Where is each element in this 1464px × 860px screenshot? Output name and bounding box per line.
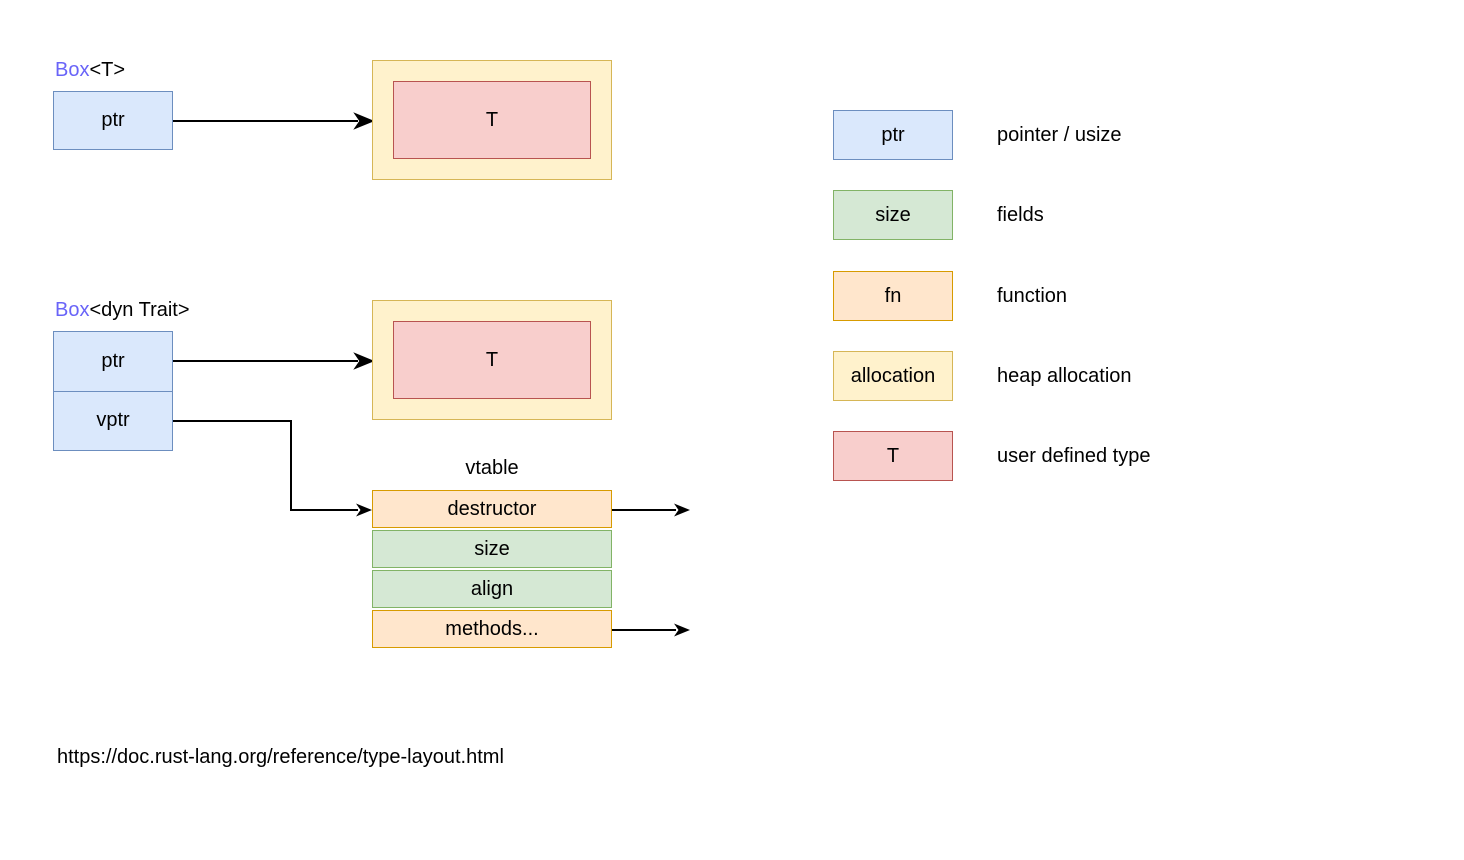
legend-swatch-function: fn [833, 271, 953, 321]
vtable-row-label: align [470, 577, 514, 600]
legend-swatch-type: T [833, 431, 953, 481]
legend-desc-type: user defined type [997, 444, 1151, 467]
vtable-row-label: destructor [447, 497, 537, 520]
heap-allocation-box-t: T [372, 60, 612, 180]
legend-swatch-label: size [875, 203, 911, 226]
legend-desc-pointer: pointer / usize [997, 123, 1122, 146]
legend-swatch-label: T [886, 444, 900, 467]
box-keyword: Box [55, 59, 90, 81]
legend-swatch-label: ptr [881, 123, 905, 146]
box-t-ptr-cell: ptr [53, 91, 173, 150]
legend-swatch-label: fn [884, 284, 902, 307]
vtable-row-label: methods... [445, 617, 539, 640]
heap-allocation-box-dyn: T [372, 300, 612, 420]
box-dyn-ptr-cell: ptr [54, 332, 172, 392]
legend-swatch-label: allocation [850, 364, 936, 387]
connector-vptr-to-vtable [173, 420, 372, 517]
box-dyn-ptr-label: ptr [101, 349, 125, 372]
user-type-box-t: T [393, 81, 591, 159]
box-dyn-vptr-cell: vptr [54, 392, 172, 451]
source-url: https://doc.rust-lang.org/reference/type… [57, 746, 504, 768]
arrow-boxdyn-ptr-to-allocation [173, 352, 375, 370]
legend-swatch-allocation: allocation [833, 351, 953, 401]
vtable-title: vtable [465, 457, 519, 479]
box-dyn-heading: Box<dyn Trait> [55, 298, 190, 322]
box-dyn-fat-pointer: ptr vptr [53, 331, 173, 451]
legend-desc-function: function [997, 284, 1068, 307]
user-type-label: T [485, 108, 499, 131]
vtable-row-methods: methods... [372, 610, 612, 648]
arrow-boxt-ptr-to-allocation [173, 112, 375, 130]
vtable-row-destructor: destructor [372, 490, 612, 528]
legend-desc-fields: fields [997, 203, 1044, 226]
box-t-ptr-label: ptr [101, 109, 125, 131]
box-t-type-param: <T> [89, 59, 126, 81]
box-t-heading: Box<T> [55, 58, 125, 82]
user-type-label: T [485, 348, 499, 371]
legend-swatch-fields: size [833, 190, 953, 240]
vtable-row-size: size [372, 530, 612, 568]
vtable-row-align: align [372, 570, 612, 608]
user-type-box-dyn: T [393, 321, 591, 399]
vtable-row-label: size [474, 537, 510, 560]
box-dyn-type-param: <dyn Trait> [89, 299, 190, 321]
legend-desc-allocation: heap allocation [997, 364, 1132, 387]
box-keyword: Box [55, 299, 90, 321]
legend-swatch-pointer: ptr [833, 110, 953, 160]
box-dyn-vptr-label: vptr [96, 409, 130, 432]
